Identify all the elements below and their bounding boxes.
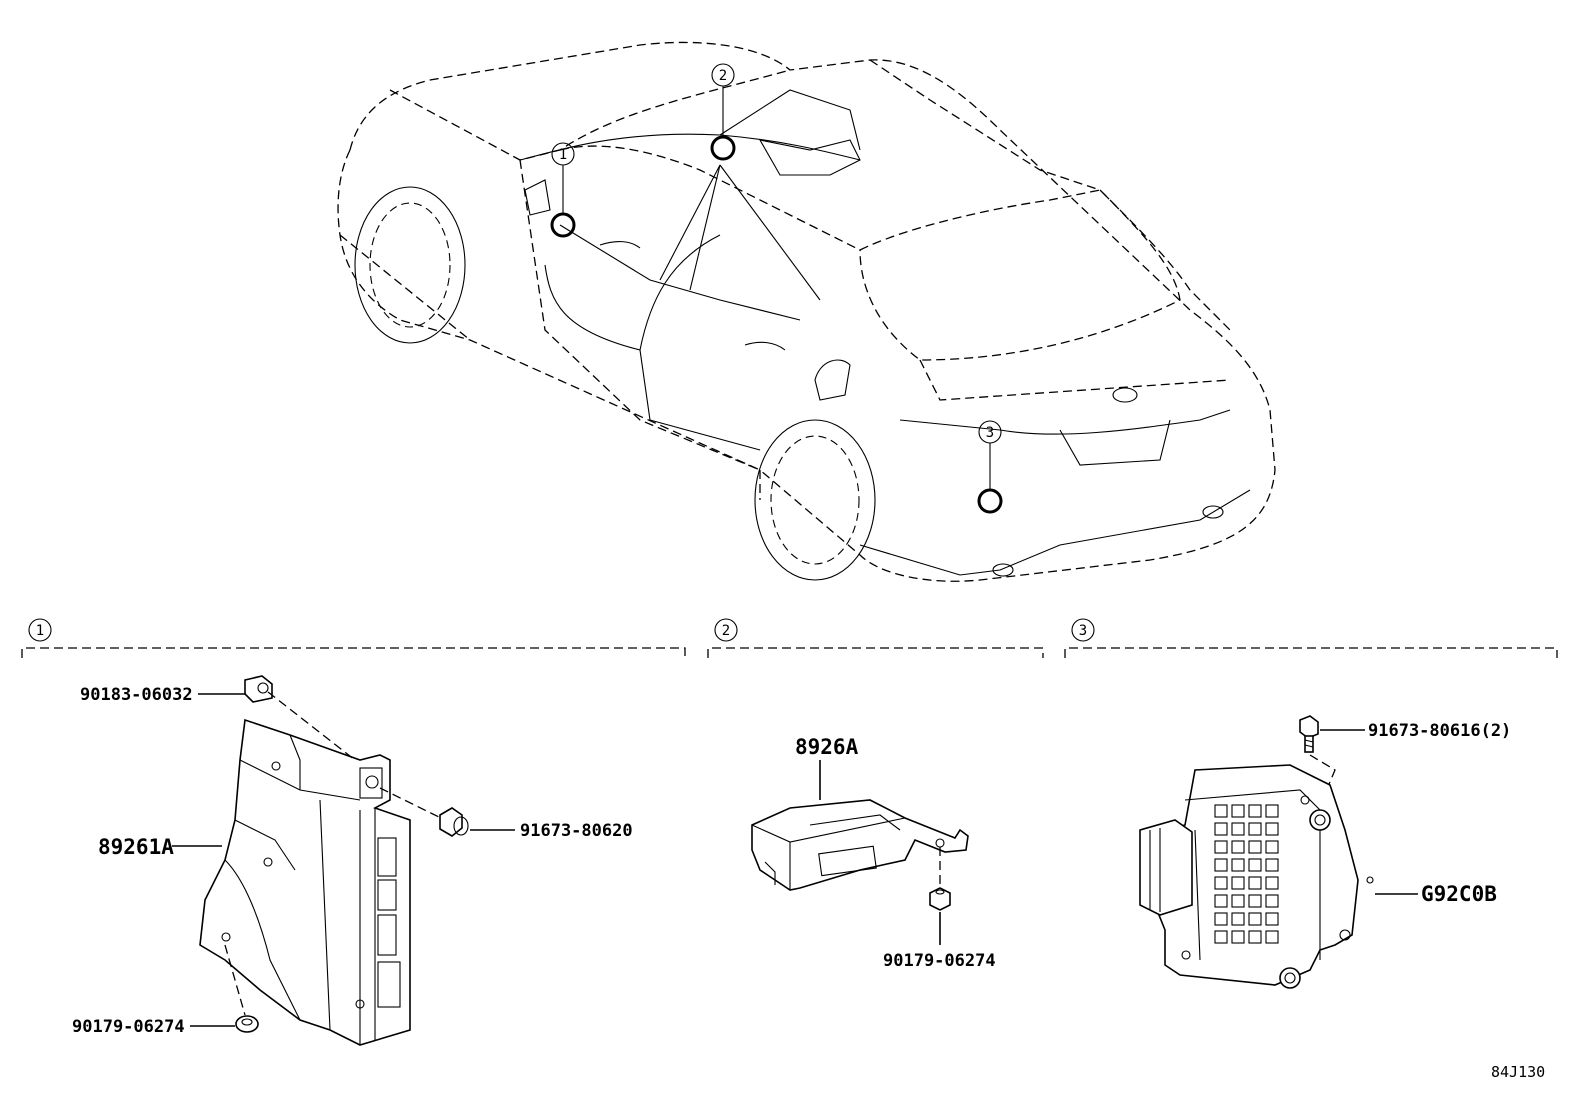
bolt-icon[interactable] [439,807,469,837]
callout-1[interactable]: 1 [550,142,576,238]
module-g92c0b-icon[interactable] [1139,764,1374,989]
part-90179-06274-label-1[interactable]: 90179-06274 [72,1017,185,1037]
callout-3[interactable]: 3 [977,420,1003,514]
section-2-parts: 8926A 90179-06274 [751,735,996,971]
part-g92c0b-label[interactable]: G92C0B [1421,882,1497,906]
section-3-header: 3 [1064,618,1558,658]
part-91673-80620-label[interactable]: 91673-80620 [520,821,633,841]
section-3-parts: 91673-80616(2) [1139,715,1511,989]
part-91673-80616-label[interactable]: 91673-80616(2) [1368,721,1511,741]
section-2-number: 2 [722,623,730,639]
illustration-reference-code: 84J130 [1491,1063,1545,1081]
callout-3-number: 3 [986,425,994,441]
part-90179-06274-label-2[interactable]: 90179-06274 [883,951,996,971]
callout-2-number: 2 [719,68,727,84]
ecu-89261a-icon[interactable] [199,718,411,1046]
vehicle-illustration [337,41,1276,582]
part-89261a-label[interactable]: 89261A [98,835,174,859]
module-8926a-icon[interactable] [751,799,969,891]
callout-2[interactable]: 2 [710,63,736,161]
section-3-number: 3 [1079,623,1087,639]
section-1-parts: 90183-06032 89261A [72,675,633,1046]
nut-icon[interactable] [235,1015,259,1033]
clip-icon[interactable] [244,675,273,703]
nut-icon-2[interactable] [929,887,951,911]
bolt-icon-3[interactable] [1299,715,1319,753]
part-90183-06032-label[interactable]: 90183-06032 [80,685,193,705]
section-1-header: 1 [21,618,686,658]
part-8926a-label[interactable]: 8926A [795,735,859,759]
section-2-header: 2 [707,618,1044,658]
section-1-number: 1 [36,623,44,639]
callout-1-number: 1 [559,147,567,163]
